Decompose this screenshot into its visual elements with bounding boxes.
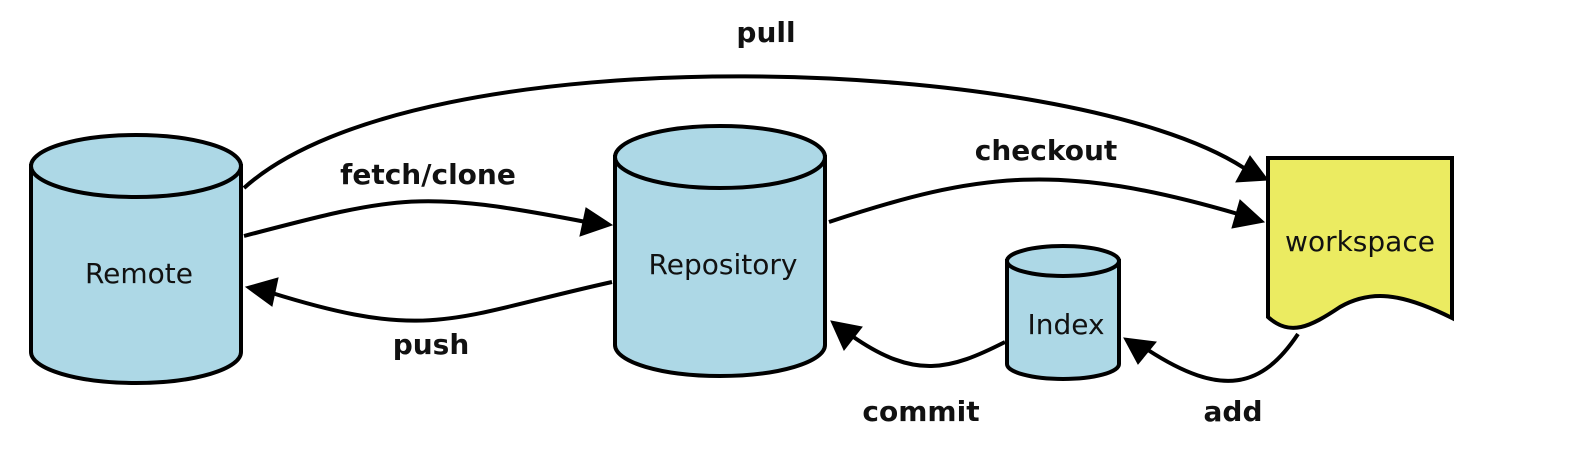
remote-label: Remote — [85, 257, 193, 290]
edge-pull — [242, 74, 1269, 190]
fetch-clone-arrowhead — [579, 207, 614, 237]
repository-cylinder-top — [613, 124, 827, 190]
index-label: Index — [1027, 308, 1104, 341]
workspace-label: workspace — [1285, 225, 1435, 258]
pull-label: pull — [736, 16, 795, 49]
push-arrowhead — [244, 277, 279, 307]
checkout-label: checkout — [975, 134, 1118, 167]
commit-arrow-line — [850, 334, 1006, 368]
pull-arrowhead — [1235, 155, 1269, 183]
workspace-document-shape — [1266, 156, 1454, 330]
fetch-clone-arrow-line — [243, 199, 587, 238]
add-arrowhead — [1123, 337, 1157, 365]
checkout-arrow-line — [828, 177, 1239, 224]
index-node: Index — [1005, 244, 1121, 381]
repository-label: Repository — [649, 248, 798, 281]
push-label: push — [393, 328, 470, 361]
remote-node: Remote — [29, 133, 243, 385]
edge-checkout — [828, 177, 1266, 229]
remote-cylinder-body — [29, 164, 243, 385]
repository-node: Repository — [613, 124, 827, 378]
add-label: add — [1204, 395, 1263, 428]
push-arrow-line — [271, 280, 613, 323]
pull-arrow-line — [242, 74, 1246, 190]
index-cylinder-body — [1005, 259, 1121, 381]
fetch-clone-label: fetch/clone — [340, 158, 516, 191]
edge-fetch-clone — [243, 199, 614, 238]
edge-add — [1123, 332, 1300, 383]
checkout-arrowhead — [1231, 199, 1266, 229]
edge-commit — [830, 320, 1006, 368]
index-cylinder-top — [1005, 244, 1121, 278]
repository-cylinder-body — [613, 155, 827, 378]
add-arrow-line — [1146, 332, 1300, 383]
remote-cylinder-top — [29, 133, 243, 199]
edge-push — [244, 277, 613, 323]
commit-label: commit — [862, 395, 979, 428]
workspace-node: workspace — [1266, 156, 1454, 330]
commit-arrowhead — [830, 320, 863, 351]
